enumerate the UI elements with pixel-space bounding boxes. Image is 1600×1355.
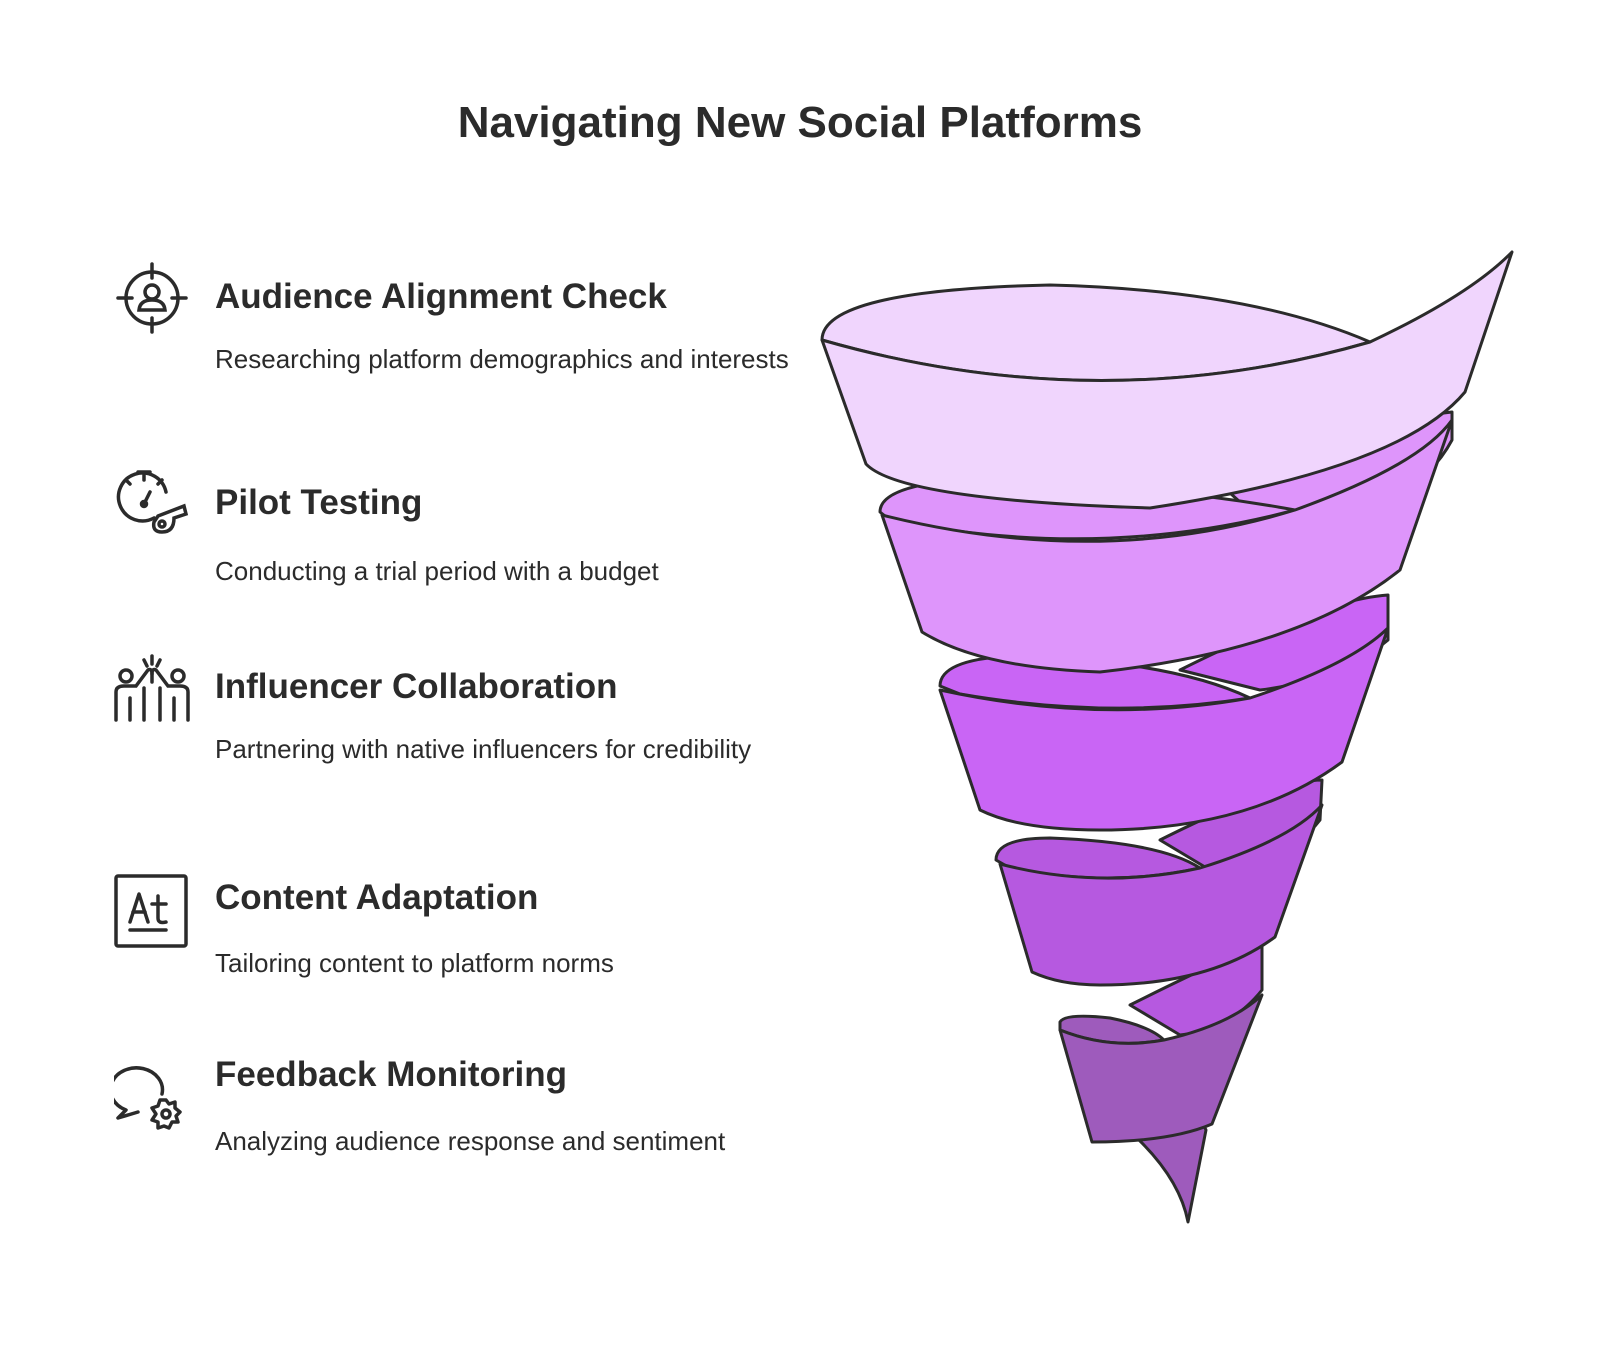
step-heading: Pilot Testing bbox=[215, 483, 423, 522]
step-heading: Content Adaptation bbox=[215, 878, 539, 917]
band-2-body bbox=[880, 418, 1454, 674]
step-description: Partnering with native influencers for c… bbox=[215, 734, 752, 764]
step-heading: Feedback Monitoring bbox=[215, 1055, 567, 1094]
step-description: Analyzing audience response and sentimen… bbox=[215, 1126, 726, 1156]
band-4-body bbox=[998, 803, 1324, 987]
band-3-top bbox=[938, 654, 1252, 710]
step-heading: Audience Alignment Check bbox=[215, 277, 667, 316]
target-person-icon bbox=[116, 262, 188, 334]
diagram-title: Navigating New Social Platforms bbox=[457, 98, 1143, 147]
funnel-band-3 bbox=[938, 626, 1390, 832]
funnel-band-5 bbox=[1058, 993, 1264, 1224]
funnel-band-4 bbox=[994, 803, 1324, 987]
high-five-icon bbox=[114, 654, 190, 722]
step-description: Conducting a trial period with a budget bbox=[215, 556, 659, 586]
band-5-body bbox=[1058, 993, 1264, 1144]
step-description: Tailoring content to platform norms bbox=[215, 948, 614, 978]
step-heading: Influencer Collaboration bbox=[215, 667, 618, 706]
band-1-body bbox=[820, 250, 1514, 510]
funnel-band-1 bbox=[820, 250, 1514, 510]
band-3-body bbox=[938, 626, 1390, 832]
stopwatch-whistle-icon bbox=[116, 470, 189, 534]
chat-gear-icon bbox=[114, 1066, 182, 1130]
text-format-icon bbox=[114, 874, 188, 948]
step-description: Researching platform demographics and in… bbox=[215, 344, 789, 374]
